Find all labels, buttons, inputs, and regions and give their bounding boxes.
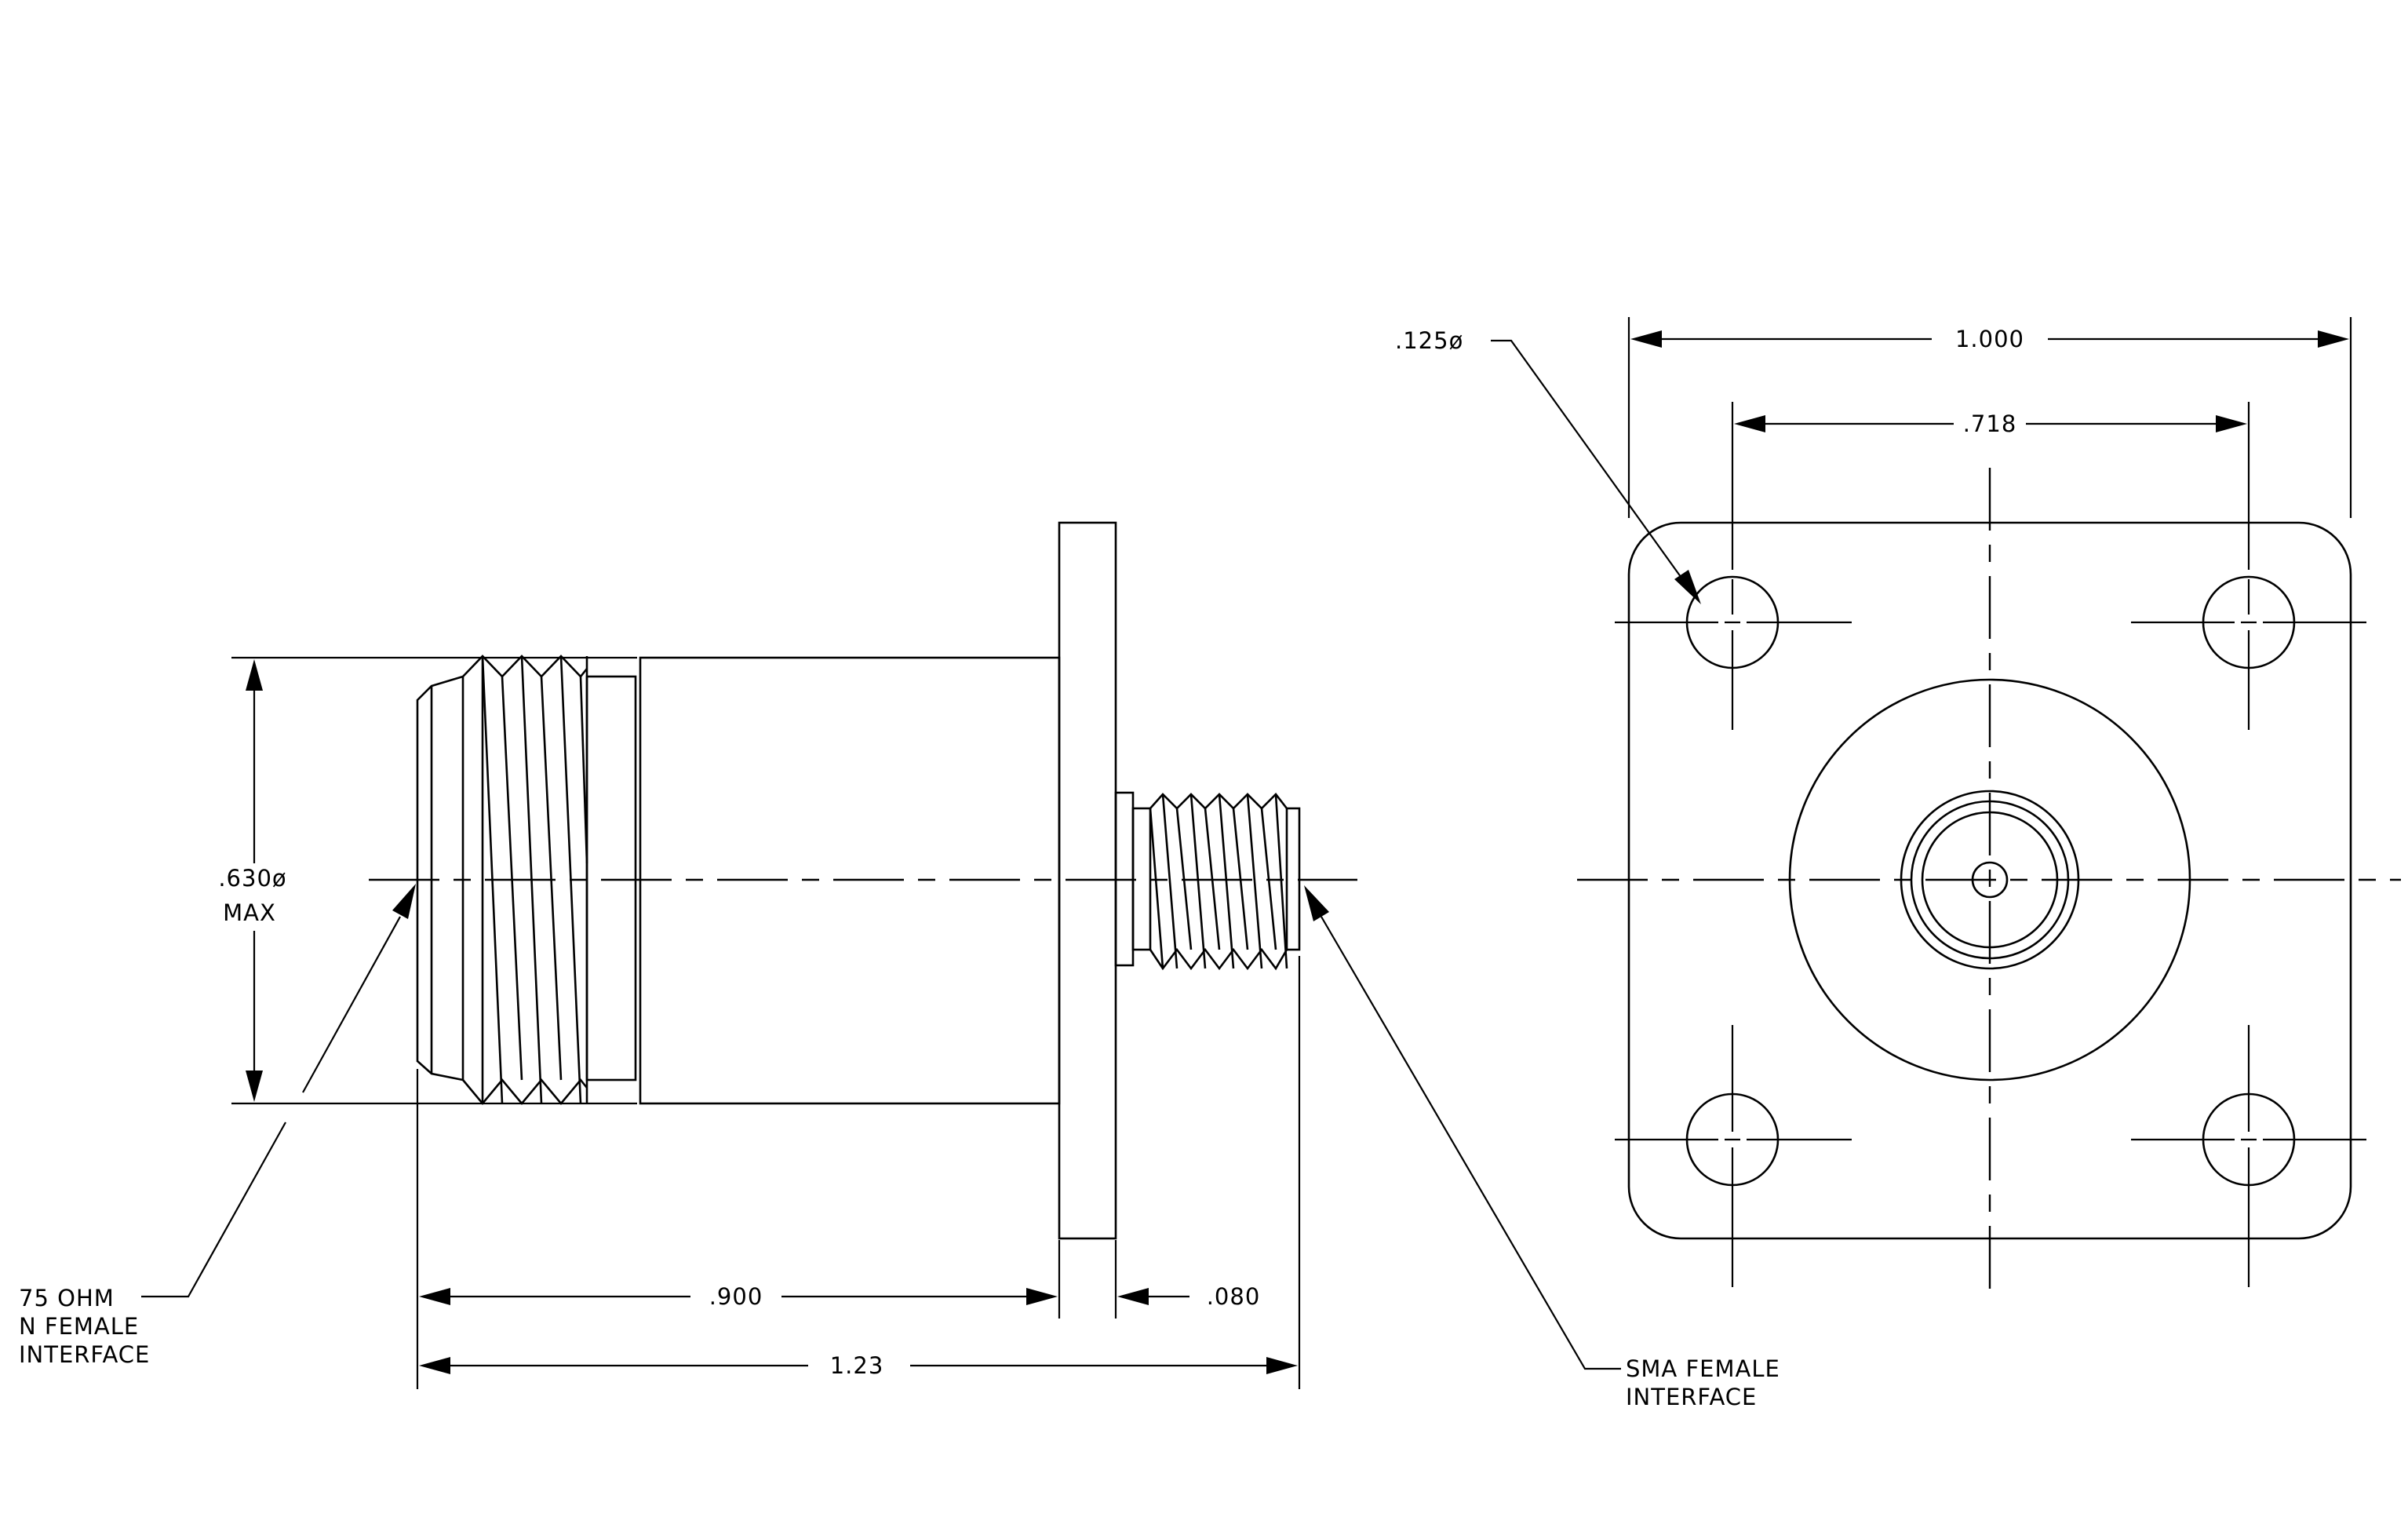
front-view: 1.000 .718 .125ø	[1395, 317, 2401, 1293]
mounting-hole-bottom-right	[2131, 1025, 2366, 1287]
mounting-hole-bottom-left	[1615, 1025, 1852, 1287]
diameter-label: .630ø	[218, 865, 286, 892]
sma-interface-label-line1: SMA FEMALE	[1626, 1355, 1780, 1382]
hole-diameter-label: .125ø	[1395, 327, 1463, 354]
hole-leader	[1491, 339, 1701, 604]
length-080-label: .080	[1207, 1283, 1261, 1310]
sma-interface-leader	[1304, 885, 1621, 1370]
dimension-123	[419, 1357, 1298, 1374]
sma-middle-ring	[1910, 800, 2070, 960]
dimension-900	[419, 1288, 1058, 1305]
sma-interface-label-line2: INTERFACE	[1626, 1384, 1757, 1410]
sma-outer-ring	[1900, 790, 2080, 970]
mounting-hole-top-right	[2131, 575, 2366, 730]
sma-inner-ring	[1921, 811, 2059, 949]
sma-center-pin	[1971, 861, 2009, 899]
length-123-label: 1.23	[830, 1352, 884, 1379]
width-label: 1.000	[1955, 326, 2024, 352]
dimension-718	[1731, 402, 2250, 570]
n-interface-label-line1: 75 OHM	[19, 1285, 115, 1311]
n-interface-label-line2: N FEMALE	[19, 1313, 139, 1340]
n-connector-nose	[416, 675, 464, 1081]
n-nut-back-ring	[585, 675, 637, 1081]
sma-threads	[1149, 793, 1288, 971]
diameter-dimension	[231, 656, 637, 1105]
side-view: .630ø MAX .900 .080 1.23	[19, 521, 1780, 1410]
dimension-1000	[1627, 317, 2352, 518]
n-interface-label-line3: INTERFACE	[19, 1341, 150, 1368]
mounting-hole-top-left	[1615, 575, 1852, 730]
sma-tip	[1285, 807, 1301, 951]
body-circle	[1788, 678, 2191, 1081]
hole-spacing-label: .718	[1963, 410, 2017, 437]
n-interface-leader	[141, 884, 416, 1298]
diameter-note: MAX	[223, 899, 276, 926]
dimension-080	[1117, 1288, 1189, 1305]
length-900-label: .900	[709, 1283, 763, 1310]
sma-base	[1131, 807, 1152, 951]
